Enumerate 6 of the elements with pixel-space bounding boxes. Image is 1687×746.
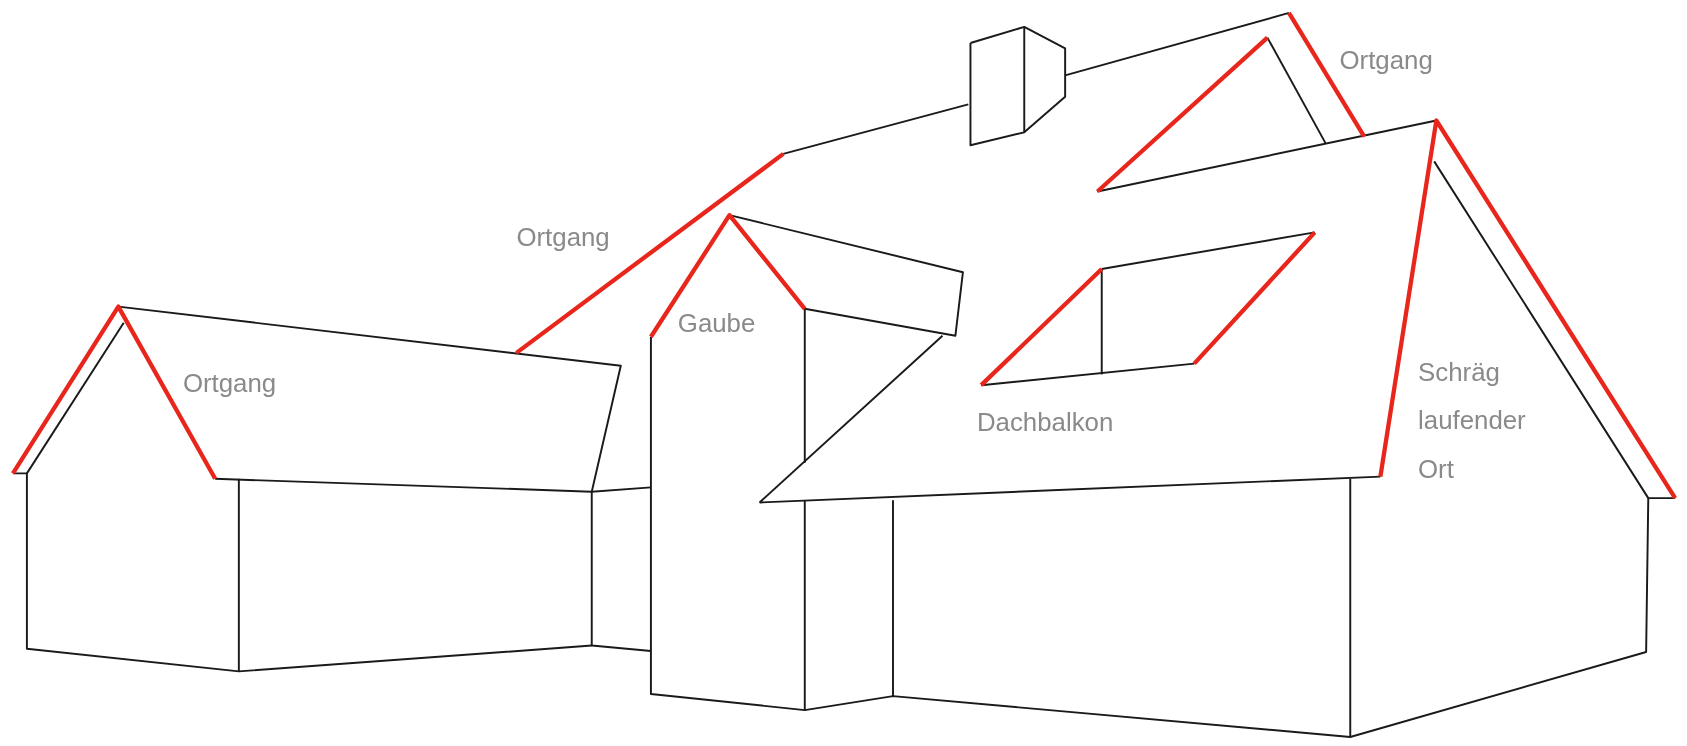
part-label: Dachbalkon (976, 406, 1114, 439)
part-label: Ortgang (516, 221, 610, 254)
part-label: Gaube (677, 307, 756, 340)
part-label: Ortgang (182, 366, 277, 399)
part-label: Schräg laufender Ort (1418, 356, 1527, 486)
part-label: Ortgang (1339, 44, 1433, 77)
